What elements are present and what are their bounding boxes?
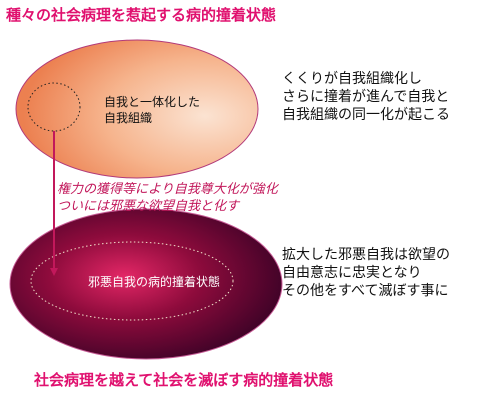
lower-ellipse-label: 邪悪自我の病的撞着状態 [88, 275, 221, 289]
note-bottom-line: 拡大した邪悪自我は欲望の [282, 247, 450, 263]
upper-ellipse-label: 自我と一体化した 自我組織 [104, 94, 200, 126]
transition-text: 権力の獲得等により自我尊大化が強化 ついには邪悪な欲望自我と化す [57, 181, 278, 215]
upper-ellipse-label-line: 自我組織 [104, 111, 153, 125]
upper-ellipse [15, 39, 259, 179]
note-top-line: さらに撞着が進んで自我と [282, 89, 450, 105]
note-top: くくりが自我組織化し さらに撞着が進んで自我と 自我組織の同一化が起こる [282, 70, 450, 124]
title-bottom: 社会病理を越えて社会を滅ぼす病的撞着状態 [34, 371, 334, 389]
note-top-line: くくりが自我組織化し [282, 71, 422, 87]
note-bottom-line: その他をすべて滅ぼす事に [282, 283, 449, 299]
title-top: 種々の社会病理を惹起する病的撞着状態 [6, 6, 277, 24]
transition-text-line: 権力の獲得等により自我尊大化が強化 [57, 182, 278, 197]
note-top-line: 自我組織の同一化が起こる [282, 107, 450, 123]
transition-text-line: ついには邪悪な欲望自我と化す [57, 199, 240, 214]
lower-ellipse [9, 208, 283, 360]
note-bottom: 拡大した邪悪自我は欲望の 自由意志に忠実となり その他をすべて滅ぼす事に [282, 246, 450, 300]
lower-inner-ellipse [30, 241, 234, 321]
upper-ellipse-label-line: 自我と一体化した [104, 95, 201, 109]
note-bottom-line: 自由意志に忠実となり [282, 265, 422, 281]
upper-inner-circle [27, 82, 81, 132]
